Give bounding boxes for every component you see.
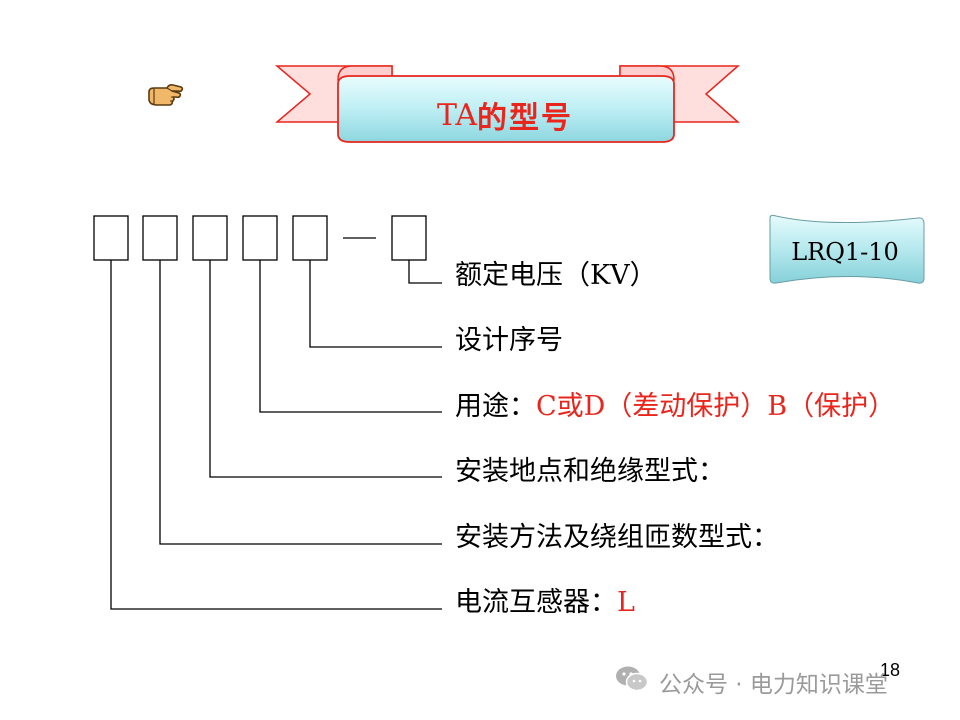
label-current-transformer: 电流互感器：L bbox=[455, 589, 635, 616]
code-box-3 bbox=[192, 215, 228, 261]
label-design-serial: 设计序号 bbox=[455, 327, 563, 354]
label-install-method: 安装方法及绕组匝数型式： bbox=[455, 524, 779, 551]
code-boxes bbox=[93, 215, 427, 261]
code-box-2 bbox=[142, 215, 178, 261]
code-box-6 bbox=[391, 215, 427, 261]
connector-usage bbox=[259, 260, 442, 413]
model-example: LRQ1-10 bbox=[791, 238, 899, 266]
title-suffix: 的型号 bbox=[477, 101, 574, 136]
label-text: 用途： bbox=[455, 391, 536, 422]
model-badge bbox=[769, 214, 925, 284]
label-text: 设计序号 bbox=[455, 325, 563, 356]
title-prefix: TA bbox=[436, 97, 478, 133]
connector-install-location bbox=[209, 260, 442, 478]
pointing-hand-icon bbox=[145, 80, 185, 116]
connector-current-transformer bbox=[110, 260, 442, 610]
label-highlight: L bbox=[617, 587, 635, 618]
code-box-4 bbox=[242, 215, 278, 261]
wechat-logo-icon bbox=[615, 665, 649, 699]
connector-lines bbox=[110, 260, 442, 610]
code-box-5 bbox=[292, 215, 328, 261]
connector-install-method bbox=[159, 260, 442, 545]
connector-rated-voltage bbox=[408, 260, 442, 284]
label-text: 额定电压（KV） bbox=[455, 260, 657, 291]
label-highlight: C或D（差动保护）B（保护） bbox=[536, 391, 896, 422]
connector-design-serial bbox=[309, 260, 442, 348]
code-box-1 bbox=[93, 215, 129, 261]
label-text: 安装方法及绕组匝数型式： bbox=[455, 522, 779, 553]
label-rated-voltage: 额定电压（KV） bbox=[455, 262, 657, 289]
label-text: 电流互感器： bbox=[455, 587, 617, 618]
label-usage: 用途：C或D（差动保护）B（保护） bbox=[455, 393, 895, 420]
label-text: 安装地点和绝缘型式： bbox=[455, 456, 725, 487]
watermark: 公众号 · 电力知识课堂 bbox=[615, 665, 888, 699]
page-number: 18 bbox=[880, 660, 901, 680]
title-banner bbox=[274, 65, 740, 143]
banner-main-band bbox=[337, 75, 675, 143]
label-install-location: 安装地点和绝缘型式： bbox=[455, 458, 725, 485]
watermark-text: 公众号 · 电力知识课堂 bbox=[659, 672, 888, 698]
